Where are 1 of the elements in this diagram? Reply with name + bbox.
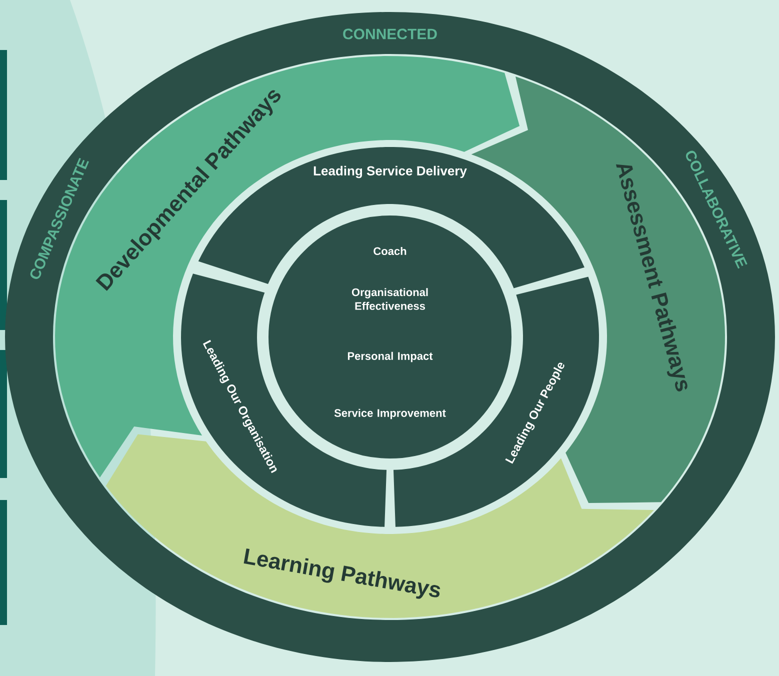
node-label: Leading Service Delivery bbox=[314, 166, 467, 178]
